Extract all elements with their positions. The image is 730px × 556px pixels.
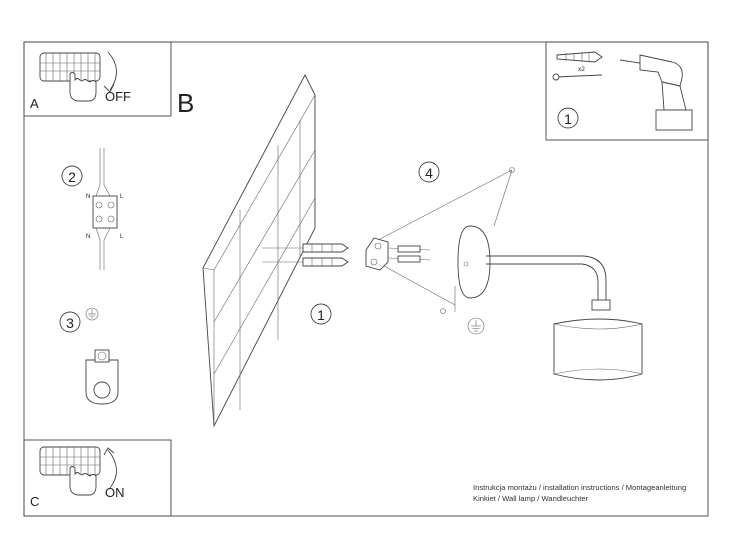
panel-a-frame: [23, 41, 172, 117]
fixture-step-badge: [418, 161, 440, 183]
tools-panel: x2 1: [545, 41, 709, 141]
panel-c-state: ON: [105, 485, 125, 500]
anchor-step-badge: [310, 303, 332, 325]
mounting-bracket: [365, 237, 431, 271]
panel-a-state: OFF: [105, 89, 131, 104]
panel-c-letter: C: [30, 494, 39, 509]
wiring-step-badge: [61, 165, 83, 187]
terminal-label-l-top: L: [120, 194, 124, 200]
anchor-quantity: x2: [578, 66, 585, 73]
wall-drawing: [202, 74, 316, 428]
sheet-frame: [23, 41, 709, 517]
ground-symbol-icon: [85, 307, 99, 321]
footer-line-1: Instrukcja montażu / installation instru…: [473, 483, 687, 492]
anchor-step-number: 1: [317, 307, 325, 323]
panel-a: A OFF: [23, 41, 172, 117]
wall-anchor-screws: [262, 243, 349, 267]
panel-c-frame: [23, 439, 172, 517]
switch-on-icon: [39, 446, 117, 496]
panel-b: B: [177, 74, 643, 428]
ground-step-number: 3: [66, 315, 74, 331]
tools-panel-frame: [545, 41, 709, 141]
wiring-step: 2 N L N L: [61, 148, 124, 270]
terminal-label-l-bottom: L: [120, 234, 124, 240]
fixture-step-number: 4: [425, 165, 433, 181]
drill-icon: [619, 54, 693, 131]
tools-step-badge: [557, 107, 579, 129]
ground-step: 3: [59, 307, 119, 405]
ground-step-badge: [59, 311, 81, 333]
terminal-label-n-top: N: [86, 194, 90, 200]
wiring-step-number: 2: [68, 169, 76, 185]
terminal-label-n-bottom: N: [86, 234, 90, 240]
wall-lamp: [457, 225, 643, 381]
footer-line-2: Kinkiet / Wall lamp / Wandleuchter: [473, 494, 589, 503]
switch-off-icon: [39, 51, 117, 102]
panel-c: C ON: [23, 439, 172, 517]
panel-b-letter: B: [177, 88, 194, 118]
screw-top: [509, 167, 515, 173]
screw-bottom: [440, 308, 446, 314]
screw-anchor-icon: [552, 51, 603, 81]
panel-a-letter: A: [30, 96, 39, 111]
lamp-ground-symbol-icon: [454, 286, 485, 335]
tools-step-number: 1: [564, 111, 572, 127]
terminal-block-icon: [92, 148, 118, 270]
ground-terminal-icon: [85, 349, 119, 405]
